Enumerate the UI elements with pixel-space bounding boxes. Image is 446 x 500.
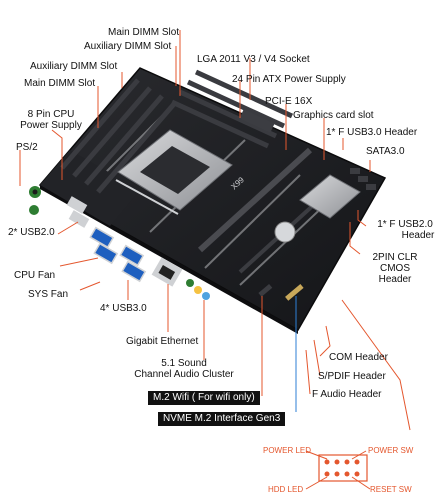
label-cpu-fan: CPU Fan bbox=[14, 270, 56, 281]
m2-wifi-slot bbox=[258, 283, 273, 297]
label-m2-wifi: M.2 Wifi ( For wifi only) bbox=[148, 391, 260, 405]
label-cpu-power: 8 Pin CPU Power Supply bbox=[20, 109, 82, 131]
sata-ports bbox=[350, 168, 376, 190]
label-main-dimm-left: Main DIMM Slot bbox=[24, 78, 96, 89]
label-clr-cmos-line2: CMOS bbox=[380, 263, 410, 274]
label-aux-dimm-top: Auxiliary DIMM Slot bbox=[84, 41, 172, 52]
label-lga-socket: LGA 2011 V3 / V4 Socket bbox=[197, 54, 310, 65]
rear-io-block bbox=[40, 150, 140, 226]
label-usb30-rear: 4* USB3.0 bbox=[100, 303, 147, 314]
nvme-m2-slot bbox=[285, 284, 304, 301]
label-clr-cmos-line1: 2PIN CLR bbox=[372, 252, 418, 263]
front-panel-header bbox=[305, 450, 371, 490]
label-usb20-header-line1: 1* F USB2.0 bbox=[377, 219, 433, 230]
chipset-heatsink bbox=[299, 174, 361, 219]
label-pcie: PCI-E 16X bbox=[265, 96, 313, 107]
label-aux-dimm-left: Auxiliary DIMM Slot bbox=[30, 61, 118, 72]
label-usb20-rear: 2* USB2.0 bbox=[8, 227, 55, 238]
cpu-socket-core bbox=[140, 146, 210, 194]
label-usb20-header: 1* F USB2.0 Header bbox=[366, 219, 444, 241]
ethernet-port-hole bbox=[158, 265, 176, 280]
pcie-slot-main bbox=[197, 147, 313, 253]
label-spdif: S/PDIF Header bbox=[318, 371, 386, 382]
label-ethernet: Gigabit Ethernet bbox=[126, 336, 199, 347]
label-graphics-slot: Graphics card slot bbox=[293, 110, 374, 121]
label-hdd-led: HDD LED bbox=[268, 485, 304, 494]
socket-lever bbox=[115, 179, 179, 215]
label-usb30-header: 1* F USB3.0 Header bbox=[326, 127, 418, 138]
label-main-dimm-top: Main DIMM Slot bbox=[108, 27, 180, 38]
label-com-header: COM Header bbox=[329, 352, 388, 363]
label-audio: 5.1 Sound Channel Audio Cluster bbox=[122, 358, 246, 380]
atx-power-connector bbox=[239, 109, 275, 133]
leader-lines bbox=[19, 30, 411, 431]
label-reset-sw: RESET SW bbox=[370, 485, 412, 494]
label-clr-cmos: 2PIN CLR CMOS Header bbox=[360, 252, 430, 285]
label-sata: SATA3.0 bbox=[366, 146, 405, 157]
audio-jacks bbox=[186, 279, 210, 300]
label-atx-power: 24 Pin ATX Power Supply bbox=[232, 74, 346, 85]
label-audio-line2: Channel Audio Cluster bbox=[134, 369, 234, 380]
label-sys-fan: SYS Fan bbox=[28, 289, 69, 300]
ps2-port-inner bbox=[32, 189, 38, 195]
usb30-ports bbox=[89, 226, 147, 283]
usb20-ports bbox=[66, 196, 90, 228]
label-nvme: NVME M.2 Interface Gen3 bbox=[158, 412, 286, 426]
label-clr-cmos-line3: Header bbox=[378, 274, 412, 285]
label-usb20-header-line2: Header bbox=[401, 230, 435, 241]
label-audio-line1: 5.1 Sound bbox=[161, 358, 207, 369]
label-f-audio: F Audio Header bbox=[312, 389, 382, 400]
dimm-slots-right bbox=[170, 69, 294, 149]
label-power-sw: POWER SW bbox=[368, 446, 414, 455]
dimm-slots-left bbox=[60, 78, 176, 194]
pcb bbox=[38, 67, 387, 332]
ps2-port-b bbox=[29, 205, 39, 215]
label-ps2: PS/2 bbox=[16, 142, 38, 153]
label-power-led: POWER LED bbox=[263, 446, 312, 455]
cmos-battery bbox=[274, 221, 296, 243]
label-cpu-power-line1: 8 Pin CPU bbox=[27, 109, 75, 120]
label-cpu-power-line2: Power Supply bbox=[20, 120, 82, 131]
